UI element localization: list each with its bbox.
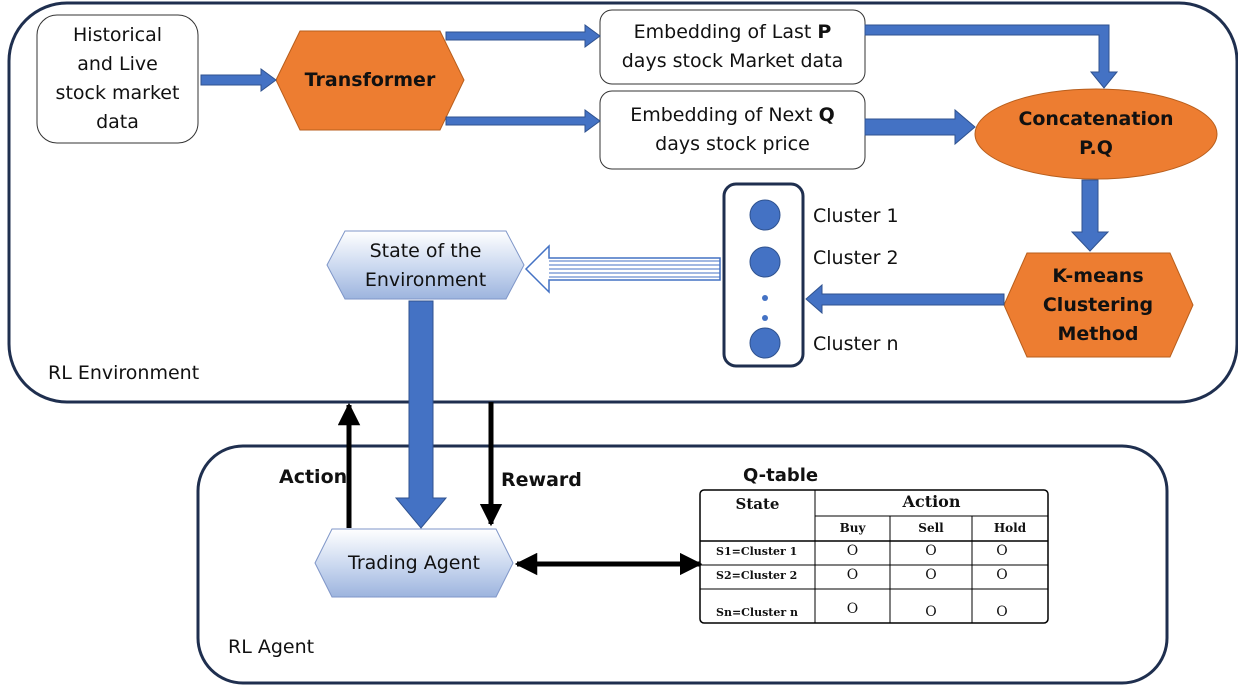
cluster-ellipsis-dot-2 (762, 315, 768, 321)
transformer-node (275, 30, 465, 131)
qtable-sell-header: Sell (918, 521, 944, 535)
kmeans-label: K-means Clustering Method (1042, 265, 1154, 345)
arrow-transformer-to-q (445, 109, 601, 133)
historical-data-label: Historical and Live stock market data (55, 24, 180, 133)
arrow-clusters-to-state (524, 244, 721, 294)
arrow-state-to-agent (394, 300, 448, 529)
state-node (326, 230, 525, 300)
qtable-action-header: Action (902, 492, 961, 511)
trading-agent-label: Trading Agent (348, 552, 480, 574)
qtable-row-2-buy: O (846, 567, 859, 583)
qtable-row-1-buy: O (846, 543, 859, 559)
rl-agent-label: RL Agent (228, 636, 315, 658)
arrow-kmeans-to-clusters (805, 283, 1005, 315)
qtable-row-1-sell: O (925, 543, 937, 559)
cluster-1-label: Cluster 1 (813, 205, 899, 227)
qtable-row-2-state: S2=Cluster 2 (716, 569, 798, 582)
transformer-label: Transformer (304, 69, 436, 91)
arrow-transformer-to-p (445, 24, 601, 48)
qtable-title: Q-table (743, 465, 819, 486)
qtable-hold-header: Hold (993, 521, 1027, 535)
cluster-n-dot (749, 327, 781, 359)
qtable-row-3-sell: O (925, 604, 937, 620)
state-label: State of the Environment (364, 240, 487, 291)
embedding-p-label: Embedding of Last P days stock Market da… (621, 21, 844, 72)
historical-data-box (36, 14, 199, 144)
embedding-q-label: Embedding of Next Q days stock price (630, 104, 835, 155)
arrow-p-to-concat (864, 24, 1119, 89)
reward-label: Reward (501, 469, 582, 491)
qtable-row-3-buy: O (846, 601, 859, 617)
concatenation-node (974, 88, 1218, 180)
cluster-ellipsis-dot-1 (762, 295, 768, 301)
arrow-concat-to-kmeans (1070, 179, 1110, 252)
qtable-row-2-sell: O (925, 567, 937, 583)
qtable-row-1-state: S1=Cluster 1 (716, 545, 798, 558)
cluster-2-dot (749, 246, 781, 278)
arrow-data-to-transformer (200, 68, 277, 92)
trading-agent-node (314, 528, 514, 598)
action-label: Action (279, 466, 348, 488)
concatenation-label: Concatenation P.Q (1018, 108, 1174, 159)
cluster-2-label: Cluster 2 (813, 247, 899, 269)
qtable-row-3-hold: O (996, 604, 1008, 620)
rl-environment-label: RL Environment (48, 362, 200, 384)
arrow-q-to-concat (864, 108, 976, 146)
qtable-grid (699, 489, 1049, 624)
qtable-row-3-state: Sn=Cluster n (716, 606, 798, 619)
embedding-p-box (599, 9, 866, 85)
qtable-row-1-hold: O (996, 543, 1008, 559)
qtable-state-header: State (735, 495, 780, 513)
cluster-n-label: Cluster n (813, 333, 899, 355)
qtable-buy-header: Buy (839, 521, 866, 535)
kmeans-node (1003, 252, 1194, 358)
qtable-row-2-hold: O (996, 567, 1008, 583)
cluster-1-dot (749, 199, 781, 231)
